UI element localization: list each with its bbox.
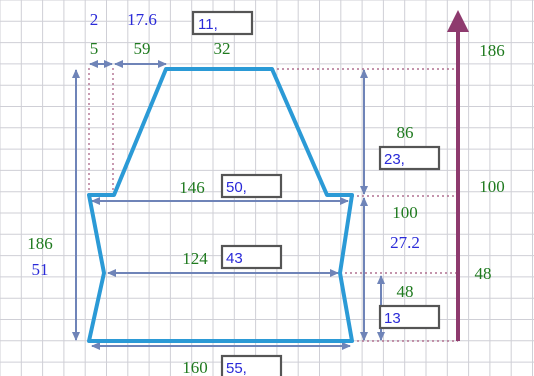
label-top-second-width-blue: 17.6 [127,10,157,29]
label-upper-height-green: 86 [397,123,414,142]
label-lower-height-green: 48 [397,282,414,301]
waist-width-box [220,244,283,270]
shoulder-width-box [220,173,283,199]
label-top-left-width-blue: 2 [90,10,99,29]
label-mid-height-green: 100 [392,203,418,222]
label-top-width-green: 32 [214,39,231,58]
label-mid-height-blue: 27.2 [390,233,420,252]
top-width-box [191,10,254,36]
total-height-arrow-head [447,10,469,32]
label-waist-level: 48 [475,264,492,283]
label-shoulder-height: 100 [479,177,505,196]
label-right-total-height: 186 [479,41,505,60]
top-width-box-value: 11, [198,16,218,33]
labels: 2 5 17.6 59 11, 32 186 86 23, 100 100 27… [27,10,505,376]
label-shoulder-width-green: 146 [179,178,205,197]
dimension-lines [72,60,385,350]
shoulder-width-box-value: 50, [226,179,247,196]
guide-lines [88,68,458,342]
label-top-second-width-green: 59 [134,39,151,58]
label-top-left-width-green: 5 [90,39,99,58]
bottom-width-box-value: 55, [226,360,247,376]
upper-height-box [378,145,441,171]
label-left-height-blue: 51 [32,260,49,279]
bottom-height-box-value: 13 [384,310,401,327]
label-waist-width-green: 124 [182,249,208,268]
shape-outline [87,67,354,343]
answer-boxes [191,10,441,376]
label-bottom-width-green: 160 [182,358,208,376]
upper-height-box-value: 23, [384,151,405,168]
bottom-height-box [378,304,441,330]
bottom-width-box [220,354,283,376]
total-height-arrow [447,10,469,341]
waist-width-box-value: 43 [226,250,243,267]
label-left-height-green: 186 [27,234,53,253]
